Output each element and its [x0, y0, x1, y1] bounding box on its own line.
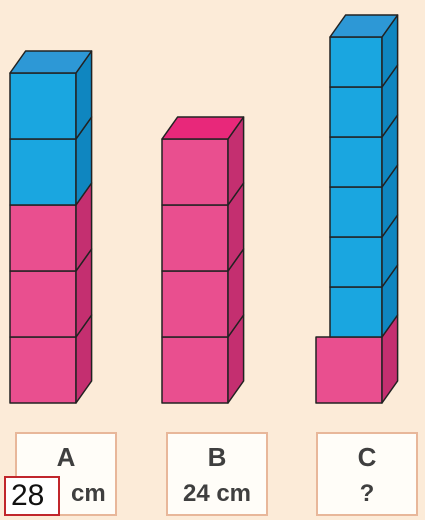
pink-cube-icon-front: [162, 139, 228, 205]
pink-cube-icon-front: [162, 271, 228, 337]
blue-cube-icon-front: [330, 37, 382, 87]
blue-cube-icon-front: [10, 139, 76, 205]
pink-cube-icon-front: [162, 205, 228, 271]
cube-towers-illustration: [0, 0, 425, 432]
label-card-c: C ?: [316, 432, 418, 516]
blue-cube-icon-front: [330, 287, 382, 337]
answer-input-a[interactable]: 28: [4, 476, 60, 516]
label-card-b: B 24 cm: [166, 432, 268, 516]
pink-cube-icon-front: [10, 205, 76, 271]
tower-c-length: ?: [318, 480, 416, 508]
pink-cube-icon-front: [162, 337, 228, 403]
tower-b-name: B: [168, 442, 266, 473]
pink-cube-icon-front: [10, 271, 76, 337]
blue-cube-icon-front: [330, 187, 382, 237]
tower-b-length: 24 cm: [168, 480, 266, 508]
blue-cube-icon-front: [330, 137, 382, 187]
pink-cube-icon-front: [316, 337, 382, 403]
blue-cube-icon-front: [330, 237, 382, 287]
blue-cube-icon-front: [330, 87, 382, 137]
tower-c-name: C: [318, 442, 416, 473]
pink-cube-icon-front: [10, 337, 76, 403]
tower-a-name: A: [17, 442, 115, 473]
blue-cube-icon-front: [10, 73, 76, 139]
